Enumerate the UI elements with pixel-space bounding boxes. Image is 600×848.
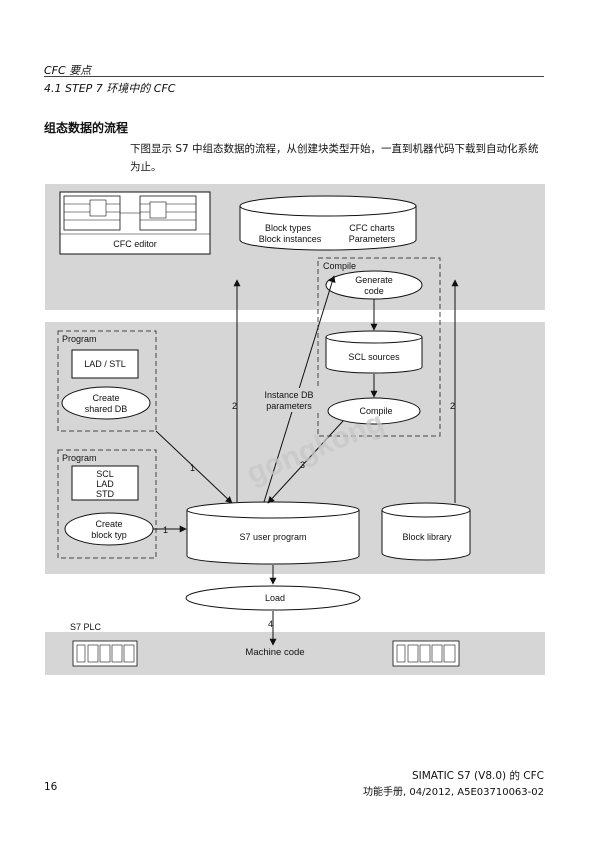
svg-text:Block library: Block library — [402, 532, 452, 542]
svg-text:Load: Load — [265, 593, 285, 603]
plc-hardware-icon-right — [392, 640, 460, 667]
intro-paragraph: 下图显示 S7 中组态数据的流程，从创建块类型开始，一直到机器代码下载到自动化系… — [130, 143, 539, 173]
svg-text:parameters: parameters — [266, 401, 312, 411]
header-rule — [44, 76, 544, 77]
load-ellipse: Load — [185, 585, 361, 611]
svg-text:block typ: block typ — [91, 530, 127, 540]
page-number: 16 — [44, 781, 58, 793]
svg-text:Create: Create — [92, 393, 119, 403]
configuration-flow-diagram: CFC editor Block types Block instances C… — [45, 184, 545, 675]
program-group-1-label: Program — [62, 334, 97, 344]
arrow-label-2-right: 2 — [450, 401, 455, 411]
program-group-2 — [57, 449, 157, 559]
svg-text:SCL sources: SCL sources — [348, 352, 400, 362]
machine-code-label: Machine code — [245, 647, 304, 658]
chapter-header: CFC 要点 — [44, 64, 92, 77]
section-header: 4.1 STEP 7 环境中的 CFC — [44, 82, 176, 95]
cfc-editor-box: CFC editor — [59, 191, 211, 255]
svg-text:SCL: SCL — [96, 469, 114, 479]
svg-text:code: code — [364, 286, 384, 296]
arrow-label-1-lower: 1 — [163, 525, 168, 535]
compile-group — [317, 257, 441, 437]
cfc-database-cylinder: Block types Block instances CFC charts P… — [239, 195, 417, 251]
create-shared-db-ellipse: Create shared DB — [61, 386, 151, 420]
svg-text:Block types: Block types — [265, 223, 312, 233]
footer-product: SIMATIC S7 (V8.0) 的 CFC — [411, 770, 544, 782]
plc-hardware-icon-left — [72, 640, 138, 667]
generate-code-ellipse: Generate code — [325, 270, 423, 300]
arrow-label-4: 4 — [268, 619, 273, 629]
compile-ellipse: Compile — [327, 397, 421, 425]
create-block-type-ellipse: Create block typ — [64, 512, 154, 546]
program-group-1 — [57, 330, 157, 432]
s7-plc-label: S7 PLC — [70, 622, 102, 632]
scl-lad-std-box — [71, 465, 139, 501]
arrow-label-3: 3 — [300, 460, 305, 470]
block-library-cylinder: Block library — [381, 502, 471, 561]
cfc-editor-label: CFC editor — [113, 239, 157, 249]
svg-text:S7 user program: S7 user program — [239, 532, 306, 542]
instance-db-label: Instance DB — [264, 390, 313, 400]
svg-text:LAD / STL: LAD / STL — [84, 359, 126, 369]
svg-text:CFC charts: CFC charts — [349, 223, 395, 233]
footer-manual: 功能手册, 04/2012, A5E03710063-02 — [362, 787, 544, 798]
section-title: 组态数据的流程 — [44, 121, 129, 135]
svg-text:Generate: Generate — [355, 275, 393, 285]
s7-user-program-cylinder: S7 user program — [186, 501, 360, 565]
svg-text:Parameters: Parameters — [349, 234, 396, 244]
svg-text:STD: STD — [96, 489, 115, 499]
svg-text:Compile: Compile — [359, 406, 392, 416]
svg-text:Create: Create — [95, 519, 122, 529]
svg-text:shared DB: shared DB — [85, 404, 128, 414]
lad-stl-box — [71, 349, 139, 379]
program-group-2-label: Program — [62, 453, 97, 463]
arrow-shared-db-to-program — [155, 430, 233, 504]
arrow-compile-to-program — [267, 420, 344, 504]
compile-group-label: Compile — [323, 261, 356, 271]
arrow-label-1-upper: 1 — [190, 463, 195, 473]
svg-text:Block instances: Block instances — [259, 234, 322, 244]
scl-sources-cylinder: SCL sources — [325, 330, 423, 374]
svg-text:LAD: LAD — [96, 479, 114, 489]
arrow-label-2-left: 2 — [232, 401, 237, 411]
